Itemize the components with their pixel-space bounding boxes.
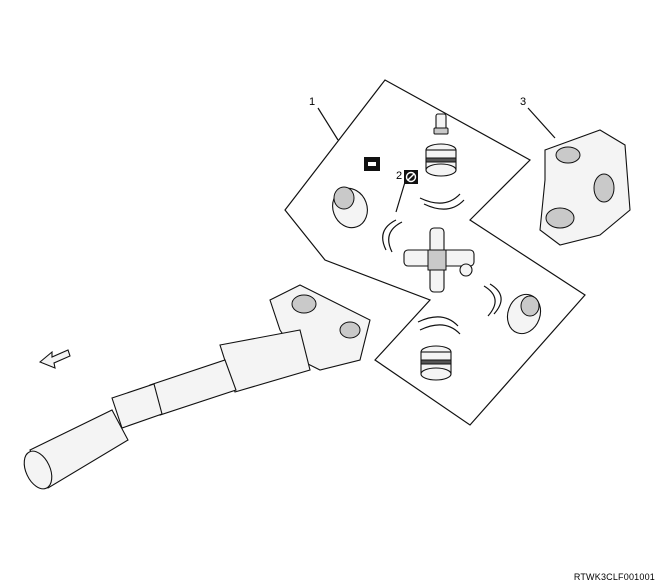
bearing-cup-right	[506, 293, 542, 335]
flange-yoke	[539, 129, 631, 246]
leader-2	[395, 181, 406, 213]
snap-ring-right	[483, 283, 502, 317]
figure-code: RTWK3CLF001001	[573, 572, 655, 582]
grease-icon	[364, 157, 380, 171]
no-reuse-icon	[404, 170, 418, 184]
kit-outline	[284, 79, 586, 426]
bearing-cup-left	[332, 186, 368, 229]
callout-2: 2	[396, 170, 403, 182]
spider	[403, 227, 475, 293]
direction-arrow-icon	[38, 349, 71, 369]
bearing-cup-top	[425, 143, 457, 177]
snap-ring-top	[419, 193, 465, 210]
callout-3: 3	[520, 96, 527, 108]
leader-3	[527, 107, 556, 139]
bearing-cup-bottom	[420, 345, 452, 381]
callout-1: 1	[309, 96, 316, 108]
shaft-assembly	[23, 284, 371, 490]
grease-nipple	[433, 113, 449, 135]
snap-ring-left	[382, 219, 403, 253]
snap-ring-bottom	[417, 316, 461, 335]
leader-1	[317, 107, 339, 141]
